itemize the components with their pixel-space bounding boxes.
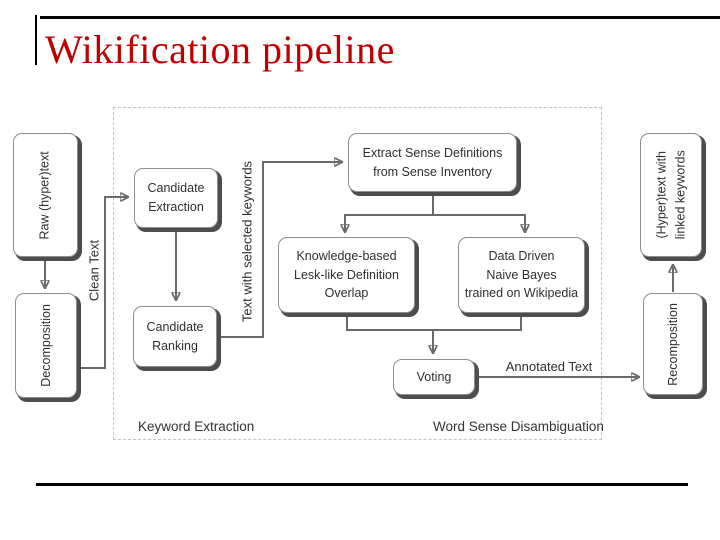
node-voting-label: Voting	[416, 369, 452, 384]
node-candidate-ranking: Candidate Ranking	[133, 306, 217, 367]
node-data-driven-naive-bayes: Data Driven Naive Bayes trained on Wikip…	[458, 237, 585, 313]
node-hypertext-linked-keywords-label: (Hyper)text with linked keywords	[654, 150, 687, 240]
section-label-keyword-extraction: Keyword Extraction	[138, 419, 255, 434]
node-decomposition: Decomposition	[15, 293, 77, 398]
left-border-tick	[35, 15, 37, 65]
edge-label-clean-text: Clean Text	[86, 239, 102, 302]
bottom-border-rule	[36, 483, 688, 486]
node-extract-sense-definitions-label: Extract Sense Definitions from Sense Inv…	[362, 145, 503, 179]
node-raw-hypertext: Raw (hyper)text	[13, 133, 78, 257]
section-label-word-sense-disambiguation: Word Sense Disambiguation	[433, 419, 604, 434]
node-candidate-extraction: Candidate Extraction	[134, 168, 218, 228]
node-extract-sense-definitions: Extract Sense Definitions from Sense Inv…	[348, 133, 517, 192]
node-recomposition-label: Recomposition	[665, 302, 680, 386]
edge-label-annotated-text: Annotated Text	[505, 359, 593, 374]
node-decomposition-label: Decomposition	[38, 304, 53, 387]
node-raw-hypertext-label: Raw (hyper)text	[38, 150, 53, 240]
node-hypertext-linked-keywords: (Hyper)text with linked keywords	[640, 133, 702, 257]
edge-label-selected-keywords: Text with selected keywords	[239, 160, 255, 323]
node-voting: Voting	[393, 359, 475, 395]
node-knowledge-based-lesk: Knowledge-based Lesk-like Definition Ove…	[278, 237, 415, 313]
node-candidate-ranking-label: Candidate Ranking	[146, 319, 204, 353]
top-border-rule	[40, 16, 720, 19]
node-knowledge-based-lesk-label: Knowledge-based Lesk-like Definition Ove…	[294, 248, 399, 301]
node-candidate-extraction-label: Candidate Extraction	[147, 181, 205, 214]
node-data-driven-naive-bayes-label: Data Driven Naive Bayes trained on Wikip…	[464, 248, 579, 301]
node-recomposition: Recomposition	[643, 293, 703, 395]
slide-title: Wikification pipeline	[45, 27, 395, 72]
